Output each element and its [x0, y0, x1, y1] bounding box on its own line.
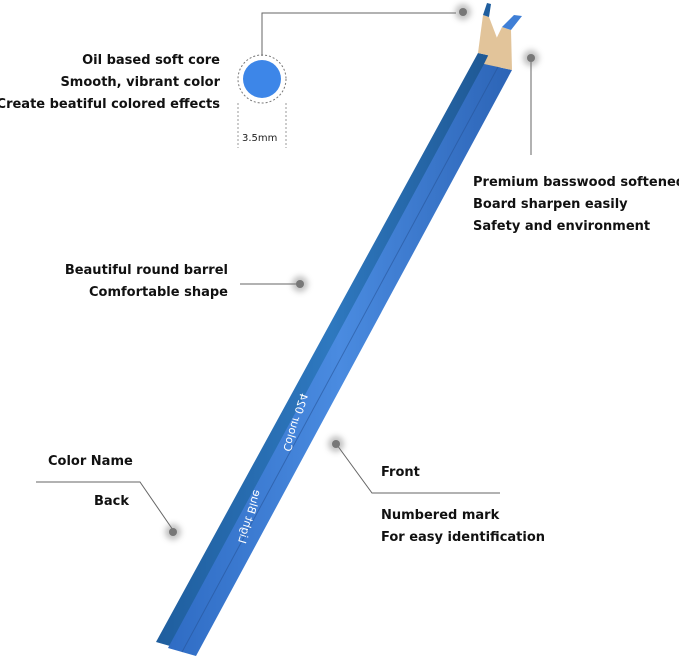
wood-line-1: Premium basswood softened [473, 175, 679, 190]
core-line-1: Oil based soft core [82, 53, 220, 68]
barrel-callout-text: Beautiful round barrel Comfortable shape [65, 260, 228, 304]
front-label: Front [381, 465, 420, 480]
barrel-line-1: Beautiful round barrel [64, 263, 228, 278]
core-line-2: Smooth, vibrant color [60, 75, 220, 90]
back-leader-line [36, 481, 174, 531]
barrel-line-2: Comfortable shape [89, 285, 228, 300]
color-name-label: Color Name [48, 454, 133, 469]
numbered-callout-text: Numbered mark For easy identification [381, 505, 545, 549]
core-outline-circle [237, 54, 287, 104]
numbered-line-2: For easy identification [381, 530, 546, 545]
barrel-callout-dot [296, 280, 304, 288]
core-line-3: Create beatiful colored effects [0, 97, 220, 112]
front-pencil-wood-tip [484, 27, 512, 70]
leader-lines [36, 12, 532, 531]
front-pencil-facet [181, 66, 499, 653]
front-leader-line [336, 444, 500, 494]
core-leader-line [261, 12, 456, 56]
wood-callout-dot [527, 54, 535, 62]
wood-callout-text: Premium basswood softened Board sharpen … [473, 172, 679, 238]
back-pencil-lead [483, 3, 491, 17]
lead-color-dot [243, 60, 281, 98]
back-callout-dot [169, 528, 177, 536]
front-pencil-lead [502, 15, 522, 30]
core-callout-text: Oil based soft core Smooth, vibrant colo… [0, 50, 220, 116]
back-pencil-number: Colour 025 [241, 374, 271, 435]
numbered-line-1: Numbered mark [381, 508, 500, 523]
wood-line-2: Board sharpen easily [473, 197, 628, 212]
front-callout-dot [332, 440, 340, 448]
core-callout-dot [459, 8, 467, 16]
wood-line-3: Safety and environment [473, 219, 651, 234]
back-label: Back [94, 494, 130, 509]
front-pencil [168, 15, 522, 656]
core-diameter-label: 3.5mm [242, 133, 278, 144]
